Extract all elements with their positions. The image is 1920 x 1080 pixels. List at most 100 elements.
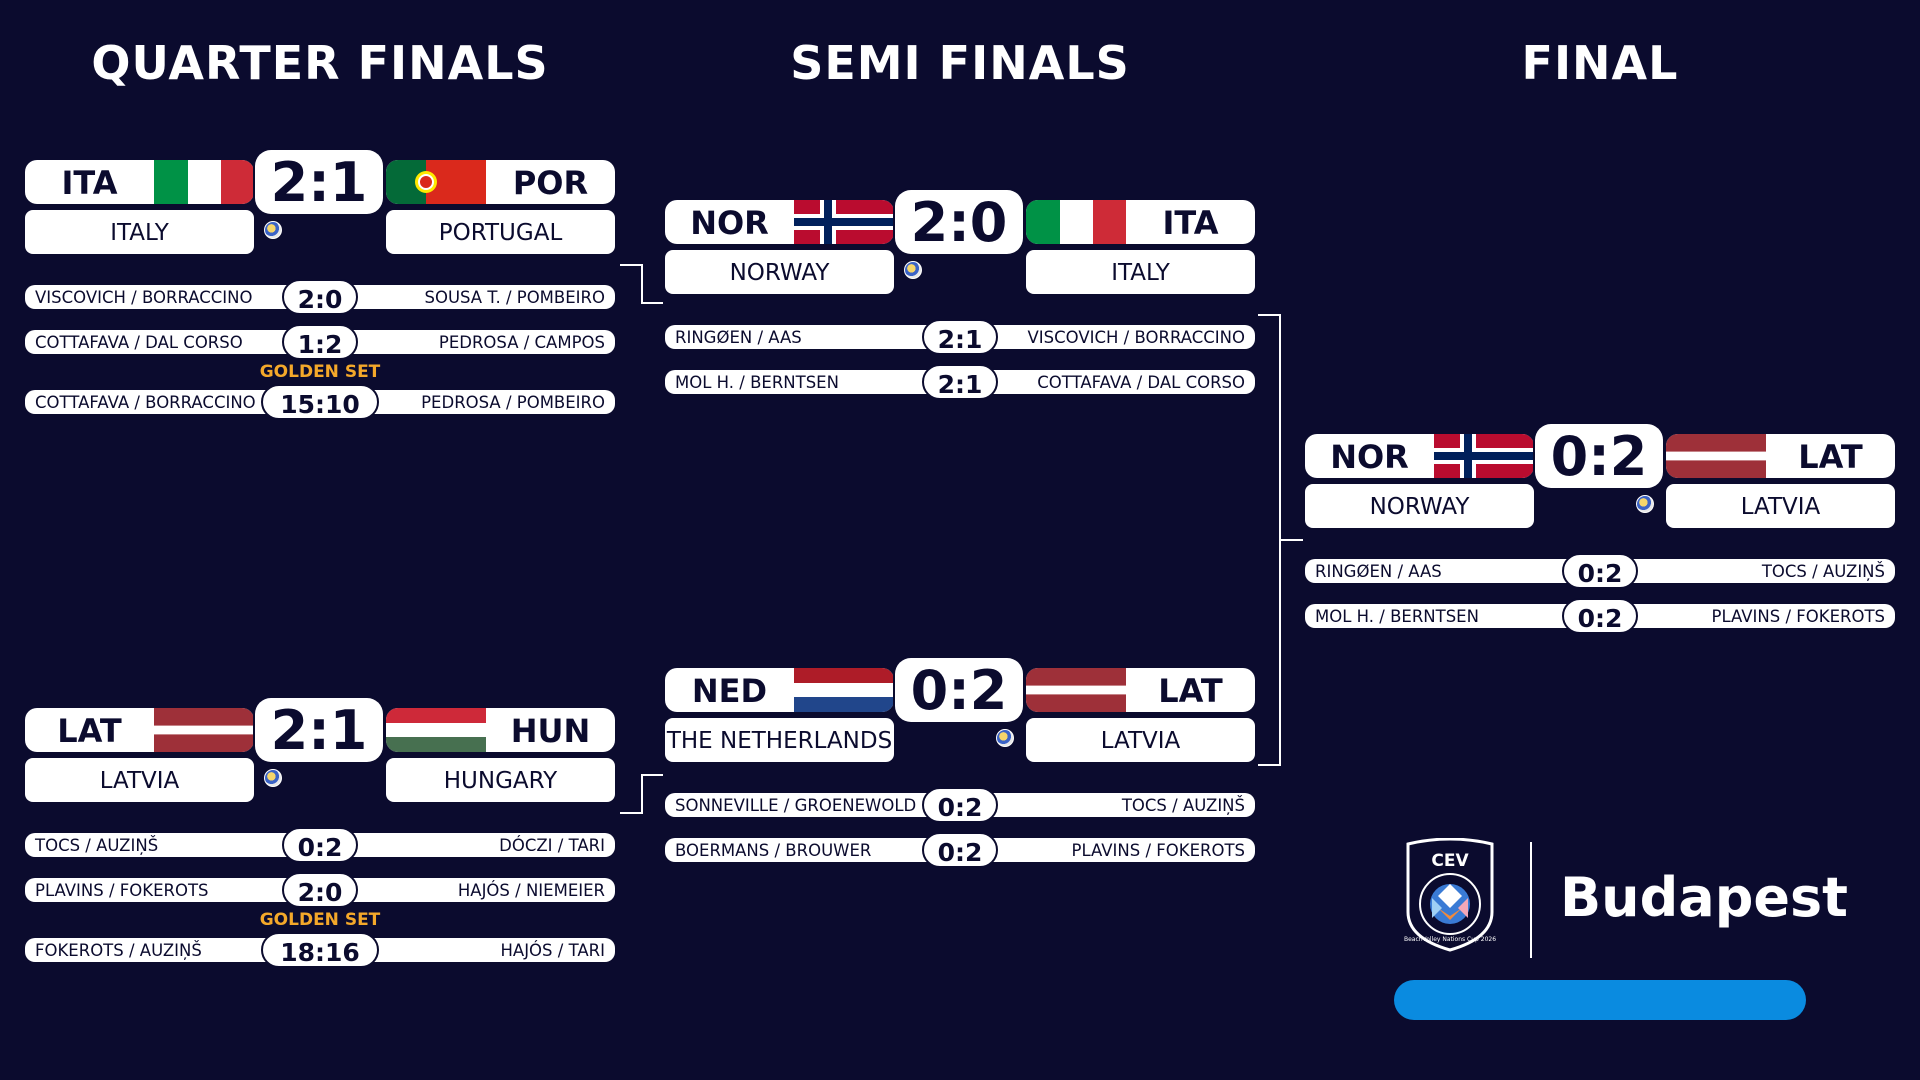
pair-right: DÓCZI / TARI [499,836,605,855]
game-row: RINGØEN / AAS 0:2 TOCS / AUZIŅŠ [1305,553,1895,589]
pair-right: HAJÓS / TARI [500,941,606,960]
team-right-pill: ITA [1026,200,1255,244]
flag-latvia [1026,668,1126,712]
bracket-connector [641,302,663,304]
pair-left: COTTAFAVA / DAL CORSO [35,333,243,352]
pair-left: SONNEVILLE / GROENEWOLD [675,796,917,815]
bracket-connector [641,264,643,304]
golden-set-row: FOKEROTS / AUZIŅŠ 18:16 HAJÓS / TARI [25,932,615,968]
flag-norway [1434,434,1534,478]
logo-divider [1530,842,1532,958]
semi-final-2: NED 0:2 LAT THE NETHERLANDS LATVIA SONNE… [665,658,1255,880]
volleyball-icon [264,769,282,787]
team-name-right: PORTUGAL [386,210,615,254]
team-right-pill: HUN [386,708,615,752]
team-name-right: ITALY [1026,250,1255,294]
flag-italy [154,160,254,204]
pair-left: TOCS / AUZIŅŠ [35,836,159,855]
team-code: NED [691,672,768,710]
team-right-pill: LAT [1026,668,1255,712]
match-score: 2:1 [255,150,383,214]
game-score: 0:2 [1562,553,1638,589]
bracket-connector [1258,314,1280,316]
quarter-final-1: ITA 2:1 POR ITALY PORTUGAL VISCOVICH / B… [25,150,615,432]
bracket-connector [620,812,642,814]
cev-badge-text: CEV [1431,851,1469,871]
game-score: 0:2 [1562,598,1638,634]
pair-left: RINGØEN / AAS [1315,562,1442,581]
pair-left: VISCOVICH / BORRACCINO [35,288,253,307]
golden-set-label: GOLDEN SET [259,362,381,382]
accent-bar [1394,980,1806,1020]
flag-norway [794,200,894,244]
team-name-left: THE NETHERLANDS [665,718,894,762]
pair-right: SOUSA T. / POMBEIRO [424,288,605,307]
game-row: MOL H. / BERNTSEN 2:1 COTTAFAVA / DAL CO… [665,364,1255,400]
bracket-connector [641,774,663,776]
game-row: BOERMANS / BROUWER 0:2 PLAVINS / FOKEROT… [665,832,1255,868]
bracket-connector [620,264,642,266]
game-score: 0:2 [922,832,998,868]
team-name-right: HUNGARY [386,758,615,802]
pair-right: PLAVINS / FOKEROTS [1071,841,1246,860]
game-score: 0:2 [922,787,998,823]
game-row: VISCOVICH / BORRACCINO 2:0 SOUSA T. / PO… [25,279,615,315]
pair-right: COTTAFAVA / DAL CORSO [1037,373,1245,392]
team-name-left: ITALY [25,210,254,254]
pair-left: PLAVINS / FOKEROTS [35,881,209,900]
pair-left: BOERMANS / BROUWER [675,841,872,860]
match-score: 2:1 [255,698,383,762]
semi-finals-title: SEMI FINALS [790,36,1130,90]
team-name-right: LATVIA [1666,484,1895,528]
team-name-left: NORWAY [1305,484,1534,528]
flag-netherlands [794,668,894,712]
team-code: LAT [1158,672,1223,710]
volleyball-icon [264,221,282,239]
team-left-pill: NOR [665,200,894,244]
golden-set-score: 18:16 [261,932,379,968]
pair-left: MOL H. / BERNTSEN [1315,607,1479,626]
bracket-connector [1281,539,1303,541]
bracket-connector [1258,764,1280,766]
team-name-left: NORWAY [665,250,894,294]
match-score: 2:0 [895,190,1023,254]
team-code: ITA [1162,204,1219,242]
flag-portugal [386,160,486,204]
pair-left: MOL H. / BERNTSEN [675,373,839,392]
team-left-pill: NOR [1305,434,1534,478]
team-code: LAT [1798,438,1863,476]
flag-italy [1026,200,1126,244]
team-code: NOR [690,204,769,242]
logo-ring-text: BeachVolley Nations Cup 2026 [1404,936,1496,943]
golden-set-score: 15:10 [261,384,379,420]
game-score: 1:2 [282,324,358,360]
cev-shield-icon: CEV BeachVolley Nations Cup 2026 [1404,837,1496,952]
game-row: TOCS / AUZIŅŠ 0:2 DÓCZI / TARI [25,827,615,863]
game-score: 0:2 [282,827,358,863]
pair-right: PEDROSA / CAMPOS [438,333,605,352]
golden-set-label: GOLDEN SET [259,910,381,930]
final-title: FINAL [1521,36,1679,90]
match-score: 0:2 [1535,424,1663,488]
cev-beachvolley-logo: CEV BeachVolley Nations Cup 2026 [1400,837,1500,952]
team-left-pill: LAT [25,708,254,752]
pair-left: RINGØEN / AAS [675,328,802,347]
team-code: HUN [510,712,591,750]
flag-hungary [386,708,486,752]
bracket-connector [641,774,643,814]
game-score: 2:1 [922,364,998,400]
team-name-right: LATVIA [1026,718,1255,762]
pair-right: TOCS / AUZIŅŠ [1761,562,1885,581]
game-score: 2:0 [282,279,358,315]
team-code: ITA [61,164,118,202]
match-score: 0:2 [895,658,1023,722]
quarter-finals-title: QUARTER FINALS [91,36,549,90]
team-right-pill: LAT [1666,434,1895,478]
pair-right: HAJÓS / NIEMEIER [457,881,605,900]
team-code: NOR [1330,438,1409,476]
golden-set-row: COTTAFAVA / BORRACCINO 15:10 PEDROSA / P… [25,384,615,420]
pair-right: TOCS / AUZIŅŠ [1121,796,1245,815]
volleyball-icon [996,729,1014,747]
team-name-left: LATVIA [25,758,254,802]
game-row: SONNEVILLE / GROENEWOLD 0:2 TOCS / AUZIŅ… [665,787,1255,823]
